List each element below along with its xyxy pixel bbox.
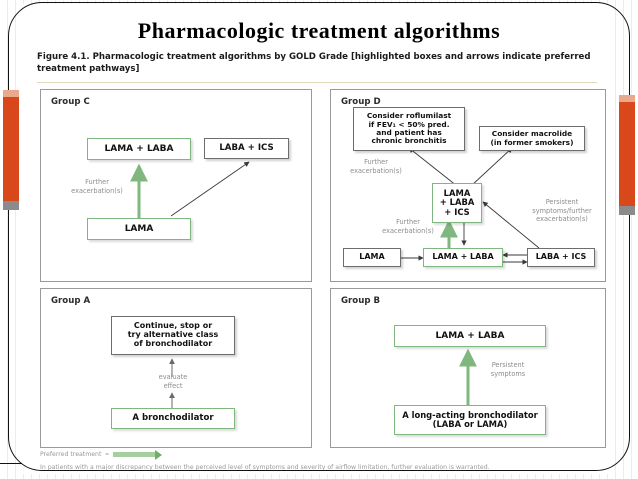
note-persistent-symptoms-b: Persistent symptoms <box>490 361 526 378</box>
box-macrolide-d[interactable]: Consider macrolide (in former smokers) <box>479 126 585 151</box>
green-arrow-icon <box>113 449 163 460</box>
box-label: Consider macrolide (in former smokers) <box>490 129 574 147</box>
box-label: A long-acting bronchodilator (LABA or LA… <box>402 409 538 429</box>
group-c-arrows <box>130 161 250 218</box>
orange-bar-top-cap <box>3 90 19 97</box>
orange-bar-body <box>3 97 19 201</box>
box-lama-laba-c[interactable]: LAMA + LABA <box>87 138 191 160</box>
box-label: LAMA <box>359 252 385 262</box>
box-label: A bronchodilator <box>132 412 214 423</box>
group-d-panel: Group D <box>330 89 606 282</box>
figure-footnote: In patients with a major discrepancy bet… <box>40 464 490 471</box>
orange-bar-bottom-cap <box>3 201 19 210</box>
note-evaluate-effect-a: evaluate effect <box>158 373 188 390</box>
group-b-title: Group B <box>341 296 381 306</box>
box-lama-laba-d[interactable]: LAMA + LABA <box>423 248 503 267</box>
group-d-arrows <box>401 147 540 265</box>
box-label: LAMA + LABA + ICS <box>439 187 475 217</box>
orange-accent-bar-right <box>619 95 635 215</box>
caption-divider <box>37 82 597 83</box>
box-laba-ics-c[interactable]: LABA + ICS <box>204 138 289 159</box>
preferred-treatment-legend: Preferred treatment = <box>40 449 163 460</box>
group-c-title: Group C <box>51 97 90 107</box>
group-d-title: Group D <box>341 97 381 107</box>
box-roflumilast-d[interactable]: Consider roflumilast if FEV₁ < 50% pred.… <box>353 107 465 151</box>
figure-caption: Figure 4.1. Pharmacologic treatment algo… <box>37 52 591 74</box>
box-label: LAMA + LABA <box>104 143 174 154</box>
box-lama-d[interactable]: LAMA <box>343 248 401 267</box>
box-triple-d[interactable]: LAMA + LABA + ICS <box>432 183 482 223</box>
legend-label: Preferred treatment <box>40 451 102 458</box>
group-a-title: Group A <box>51 296 91 306</box>
orange-bar-top-cap <box>619 95 635 102</box>
note-further-exacerbations-c: Further exacerbation(s) <box>71 178 123 195</box>
note-persistent-symptoms-d: Persistent symptoms/further exacerbation… <box>532 198 592 224</box>
box-lama-laba-b[interactable]: LAMA + LABA <box>394 325 546 347</box>
box-label: LABA + ICS <box>219 142 274 153</box>
group-a-arrows <box>169 358 175 409</box>
box-label: LAMA <box>124 223 154 234</box>
box-label: LAMA + LABA <box>435 330 505 341</box>
legend-equals: = <box>105 451 110 458</box>
box-label: LABA + ICS <box>535 252 587 262</box>
orange-bar-body <box>619 102 635 206</box>
note-further-exacerbations-mid-d: Further exacerbation(s) <box>382 218 434 235</box>
group-a-panel: Group A Continue, stop or try alternativ… <box>40 288 312 448</box>
orange-accent-bar-left <box>3 90 19 210</box>
box-long-acting-bronchodilator-b[interactable]: A long-acting bronchodilator (LABA or LA… <box>394 405 546 435</box>
box-label: Continue, stop or try alternative class … <box>127 321 219 348</box>
box-lama-c[interactable]: LAMA <box>87 218 191 240</box>
group-b-panel: Group B LAMA + LABA A long-acting bronch… <box>330 288 606 448</box>
page-title: Pharmacologic treatment algorithms <box>137 18 501 43</box>
group-b-arrows <box>459 348 477 405</box>
note-further-exacerbations-top-d: Further exacerbation(s) <box>350 158 402 175</box>
box-label: LAMA + LABA <box>432 252 494 262</box>
orange-bar-bottom-cap <box>619 206 635 215</box>
box-label: Consider roflumilast if FEV₁ < 50% pred.… <box>366 111 452 146</box>
box-bronchodilator-a[interactable]: A bronchodilator <box>111 408 235 429</box>
box-laba-ics-d[interactable]: LABA + ICS <box>527 248 595 267</box>
left-edge-tick <box>0 463 22 465</box>
group-c-panel: Group C LAMA + LABA LABA + ICS LAMA <box>40 89 312 282</box>
box-continue-stop-a[interactable]: Continue, stop or try alternative class … <box>111 316 235 355</box>
